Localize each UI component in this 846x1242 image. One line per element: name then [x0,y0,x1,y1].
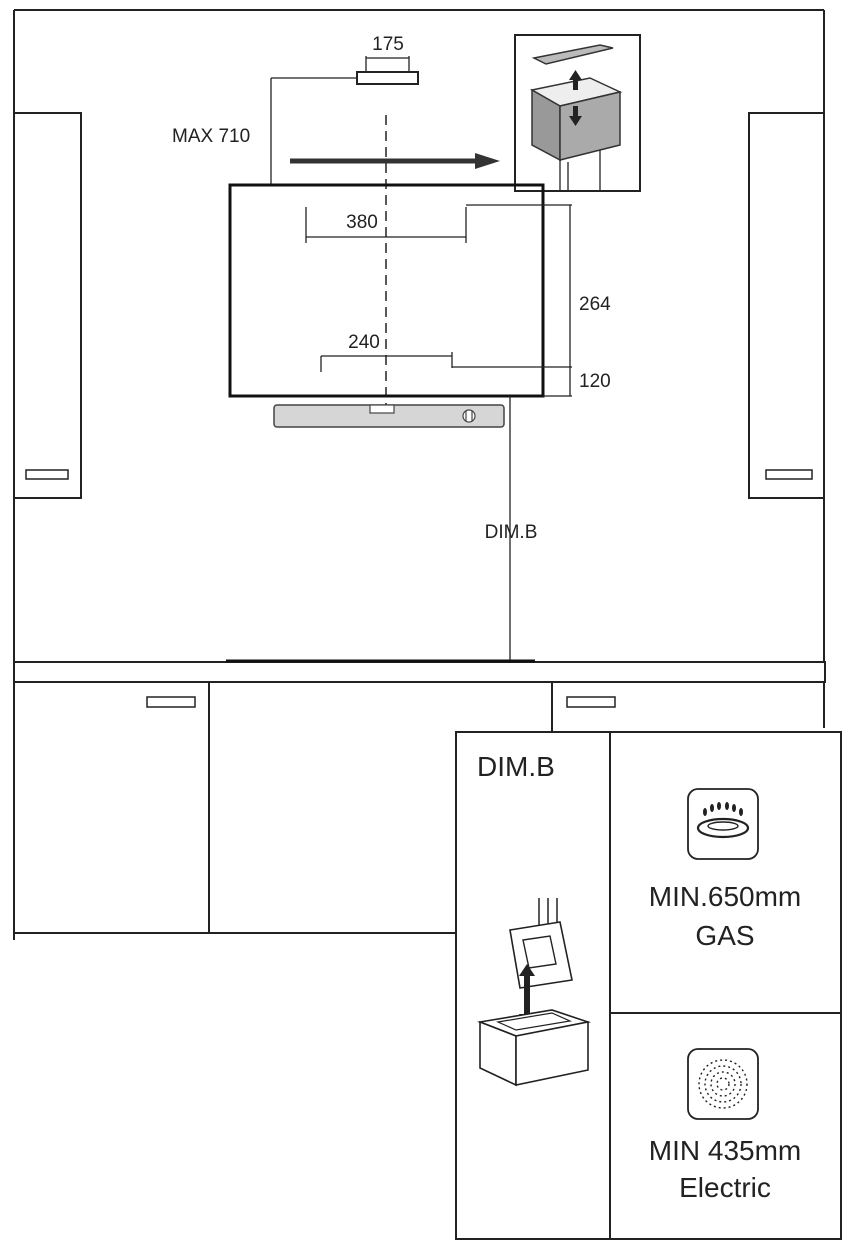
height-upper-label: 264 [579,294,611,315]
down-arrow-icon [569,106,582,126]
upper-cabinet-left [13,112,82,499]
cabinet-handle [146,696,196,708]
dim-b-label: DIM.B [485,522,538,543]
gas-type-label: GAS [695,920,754,951]
mounting-template [228,183,572,398]
max-height-label: MAX 710 [172,126,250,147]
height-lower-label: 120 [579,371,611,392]
cabinet-handle [25,469,69,480]
countertop [13,659,826,683]
detail-arrow [290,153,500,169]
legend-title: DIM.B [477,751,555,782]
upper-cabinet-right [748,112,825,499]
hood-hob-icon [476,898,592,1087]
spirit-level [273,404,505,428]
bracket-width-label: 175 [372,34,404,55]
electric-min-label: MIN 435mm [649,1135,801,1166]
lower-span-label: 240 [348,332,380,353]
cabinet-handle [566,696,616,708]
base-cabinets [13,682,616,934]
max-height-dimension [270,77,357,185]
upper-span-label: 380 [346,212,378,233]
gas-burner-icon [687,788,759,860]
electric-hob-icon [687,1048,759,1120]
chimney-detail-inset [514,34,641,192]
gas-min-label: MIN.650mm [649,881,801,912]
electric-type-label: Electric [679,1172,771,1203]
level-bubble-icon [462,409,476,423]
up-arrow-icon [569,70,582,90]
cabinet-handle [765,469,813,480]
ceiling-bracket [356,56,419,85]
